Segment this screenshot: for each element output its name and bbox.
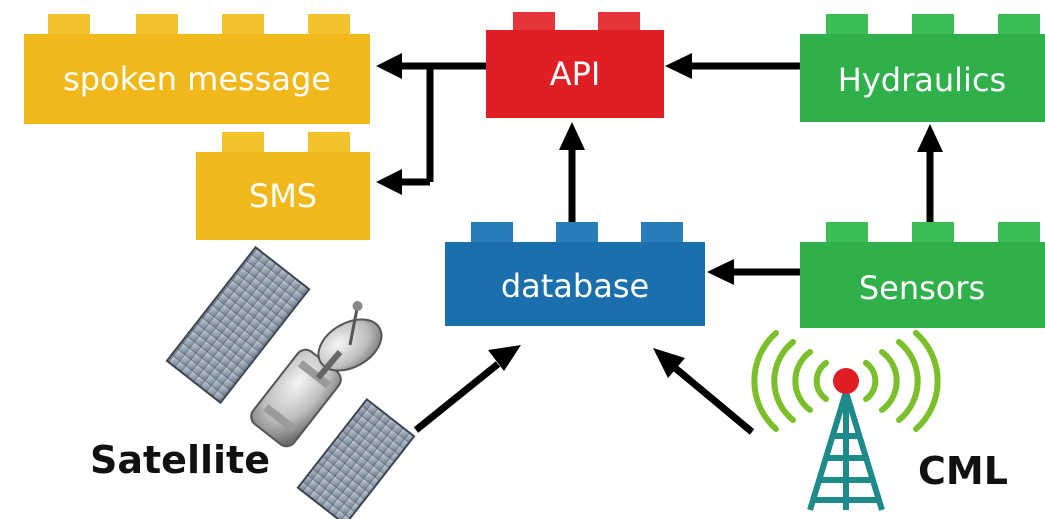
- block-stud: [826, 222, 868, 244]
- block-stud: [912, 222, 954, 244]
- block-stud: [136, 14, 178, 36]
- block-sms: SMS: [196, 132, 370, 240]
- block-api: API: [486, 12, 664, 118]
- block-stud: [556, 222, 598, 244]
- block-body: [800, 242, 1045, 328]
- block-label: SMS: [249, 177, 317, 215]
- block-body: [445, 242, 705, 326]
- block-database: database: [445, 222, 705, 326]
- cml-caption: CML: [918, 449, 1008, 493]
- block-stud: [308, 132, 350, 154]
- block-stud: [48, 14, 90, 36]
- connectors: [376, 53, 943, 435]
- arrowhead-sms: [376, 169, 402, 195]
- arrowhead-database-cml: [653, 348, 685, 378]
- block-stud: [598, 12, 640, 32]
- block-stud: [222, 132, 264, 154]
- satellite-caption: Satellite: [90, 438, 270, 482]
- block-label: API: [550, 55, 601, 93]
- block-stud: [998, 14, 1040, 36]
- arrowhead-api-bottom: [559, 122, 585, 150]
- block-body: [24, 34, 370, 124]
- block-body: [196, 152, 370, 240]
- block-label: spoken message: [63, 60, 331, 98]
- block-stud: [912, 14, 954, 36]
- arrowhead-hydraulics: [917, 124, 943, 152]
- block-stud: [513, 12, 555, 32]
- api-to-branch-line: [426, 62, 486, 182]
- arrowhead-api-right: [665, 53, 692, 79]
- block-stud: [471, 222, 513, 244]
- block-label: database: [501, 267, 649, 305]
- block-body: [486, 30, 664, 118]
- block-stud: [641, 222, 683, 244]
- block-stud: [308, 14, 350, 36]
- cml-to-database-line: [671, 364, 755, 435]
- block-stud: [826, 14, 868, 36]
- block-stud: [998, 222, 1040, 244]
- arrowhead-spoken-message: [376, 53, 402, 79]
- cell-tower-icon: [751, 330, 941, 511]
- block-stud: [222, 14, 264, 36]
- block-hydraulics: Hydraulics: [800, 14, 1045, 122]
- arrowhead-database-right: [707, 259, 734, 285]
- block-body: [800, 34, 1045, 122]
- arrowhead-database-satellite: [488, 345, 521, 371]
- block-label: Sensors: [859, 269, 985, 307]
- block-label: Hydraulics: [838, 61, 1006, 99]
- block-spoken-message: spoken message: [24, 14, 370, 124]
- satellite-icon: [165, 245, 416, 519]
- satellite-to-database-line: [413, 361, 501, 433]
- block-sensors: Sensors: [800, 222, 1045, 328]
